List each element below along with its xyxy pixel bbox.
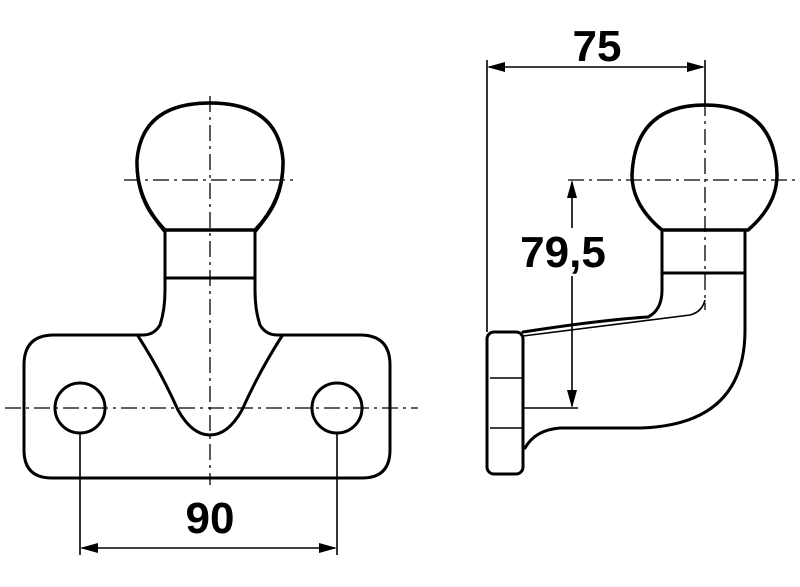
dim-79-5-label-backdrop: [505, 228, 621, 276]
dim-75-arrow-right: [687, 62, 705, 72]
side-neck-collar: [660, 228, 747, 275]
side-curved-arm-outer: [523, 271, 747, 450]
front-view: 90: [5, 96, 418, 555]
dim-79-5-arrow-top: [567, 180, 577, 198]
side-arm-top-edge: [522, 299, 706, 337]
dim-90-arrow-left: [80, 543, 98, 553]
dim-79-5-label: 79,5: [520, 228, 606, 277]
front-v-rib: [136, 334, 284, 437]
front-flange-plate: [22, 101, 392, 480]
side-curved-arm: [521, 271, 664, 334]
dim-75-label: 75: [573, 22, 622, 71]
dim-90-label: 90: [186, 494, 235, 543]
dim-79-5-arrow-bottom: [567, 390, 577, 408]
side-view: 75 79,5: [485, 22, 795, 476]
dim-75-arrow-left: [487, 62, 505, 72]
side-flange-plate: [485, 330, 525, 476]
dim-90-arrow-right: [319, 543, 337, 553]
